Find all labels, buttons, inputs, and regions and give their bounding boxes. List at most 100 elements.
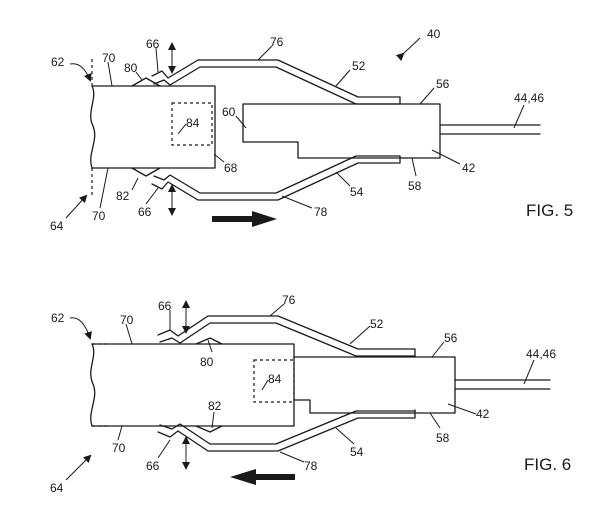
label-70: 70	[102, 51, 116, 65]
label-68: 68	[224, 161, 238, 175]
upper-shell-inner	[159, 322, 416, 357]
leader-84	[261, 379, 269, 391]
leader-70a	[107, 61, 113, 87]
lower-shell-inner	[153, 155, 401, 194]
leader-64	[65, 454, 92, 481]
lower-shell-inner	[159, 410, 416, 445]
leader-80	[207, 339, 213, 353]
label-66: 66	[146, 37, 160, 51]
lower-shell-outer	[151, 155, 401, 201]
label-66: 66	[146, 459, 160, 473]
cable	[454, 379, 551, 390]
label-76: 76	[282, 293, 296, 307]
label-66: 66	[158, 299, 172, 313]
label-84: 84	[186, 116, 200, 130]
direction-arrow-right	[212, 211, 277, 227]
label-82: 82	[208, 399, 222, 413]
lower-shell-outer	[157, 409, 416, 452]
leader-4446	[523, 359, 535, 385]
leader-54	[335, 171, 351, 187]
leader-56	[419, 87, 435, 105]
tab-82	[195, 425, 223, 433]
ferrule-body	[293, 356, 456, 414]
label-44-46: 44,46	[514, 91, 544, 105]
label-56: 56	[436, 77, 450, 91]
direction-arrow-left	[230, 469, 295, 485]
label-80: 80	[200, 355, 214, 369]
ferrule-body	[242, 103, 441, 159]
core-break-line	[90, 85, 96, 169]
leader-78	[279, 451, 305, 463]
core-break-line	[90, 343, 96, 427]
leader-66a	[155, 47, 159, 73]
leader-66b	[157, 439, 171, 459]
label-58: 58	[408, 179, 422, 193]
leader-42	[447, 403, 477, 415]
inner-region-84	[171, 102, 213, 146]
upper-shell-outer	[151, 59, 401, 105]
label-44-46: 44,46	[526, 347, 556, 361]
label-80: 80	[124, 61, 138, 75]
leader-70b	[117, 425, 123, 441]
leader-42	[431, 149, 461, 165]
core-block	[91, 343, 295, 427]
leader-62	[69, 317, 92, 340]
label-42: 42	[476, 407, 490, 421]
leader-84	[177, 123, 187, 135]
tab-80	[195, 337, 223, 345]
label-66: 66	[138, 205, 152, 219]
leader-82	[131, 177, 139, 191]
label-70: 70	[92, 209, 106, 223]
label-58: 58	[436, 431, 450, 445]
leader-70a	[125, 323, 133, 345]
label-70: 70	[112, 441, 126, 455]
leader-68	[213, 153, 225, 163]
leader-76	[269, 303, 285, 317]
tab-82	[131, 167, 161, 177]
label-64: 64	[50, 481, 64, 495]
leader-58	[411, 157, 417, 177]
label-82: 82	[116, 189, 130, 203]
leader-52	[335, 69, 351, 87]
core-block	[91, 85, 216, 169]
leader-54	[335, 427, 355, 445]
label-78: 78	[304, 459, 318, 473]
label-54: 54	[350, 185, 364, 199]
upper-shell-outer	[157, 315, 416, 358]
inner-region-84	[253, 359, 295, 403]
label-70: 70	[120, 313, 134, 327]
leader-66b	[145, 187, 159, 205]
leader-58	[429, 412, 441, 429]
figure-5: 40 62 70 80 66 76 52 56 44,46 60 84 68 4…	[50, 27, 573, 233]
leader-52	[349, 325, 371, 345]
leader-76	[257, 45, 273, 61]
leader-78	[281, 195, 313, 209]
label-60: 60	[222, 105, 236, 119]
figure-6: 62 70 66 76 52 80 56 44,46 84 82 42 58 7…	[50, 293, 571, 495]
figure-title-5: FIG. 5	[526, 201, 573, 220]
label-52: 52	[370, 317, 384, 331]
label-62: 62	[51, 311, 65, 325]
leader-56	[431, 341, 445, 358]
leader-4446	[513, 104, 525, 129]
cable	[439, 124, 541, 135]
label-52: 52	[352, 59, 366, 73]
label-42: 42	[462, 161, 476, 175]
leader-62	[69, 63, 92, 82]
label-56: 56	[444, 331, 458, 345]
label-78: 78	[314, 205, 328, 219]
leader-64	[65, 194, 88, 219]
leader-70b	[99, 167, 109, 209]
label-64: 64	[50, 219, 64, 233]
label-40: 40	[427, 27, 441, 41]
tab-80	[131, 77, 161, 87]
label-76: 76	[270, 35, 284, 49]
leader-80	[135, 71, 143, 81]
label-84: 84	[268, 372, 282, 386]
leader-60	[235, 115, 247, 129]
leader-82	[211, 411, 215, 429]
leader-40	[395, 37, 421, 62]
label-62: 62	[51, 55, 65, 69]
